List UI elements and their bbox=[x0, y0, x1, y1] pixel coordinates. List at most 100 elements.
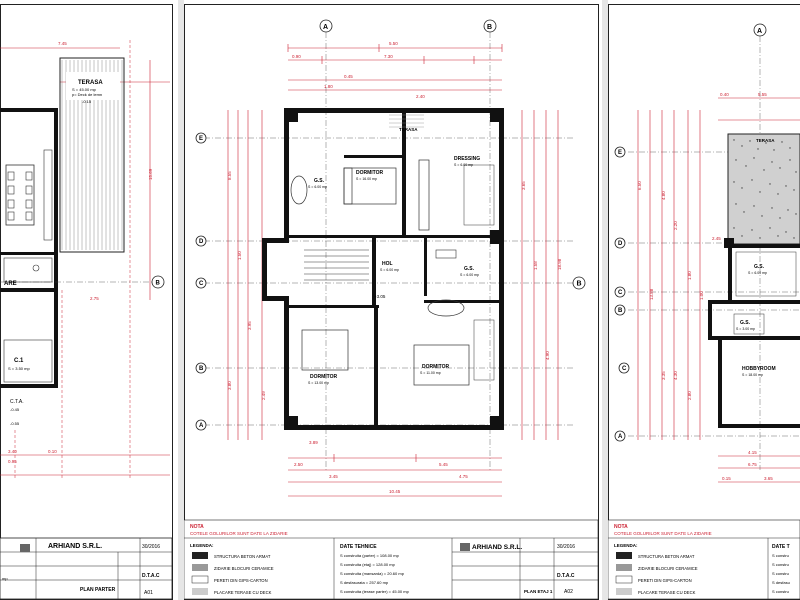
dim-label: 2.50 bbox=[294, 462, 303, 467]
drawing-date: 30/2016 bbox=[557, 544, 575, 550]
dim-label: 1.80 bbox=[324, 84, 333, 89]
dim-label: 18.98 bbox=[557, 258, 562, 270]
legend-item: PERETI DIN GIPS-CARTON bbox=[638, 578, 692, 583]
dim-label: 0.10 bbox=[48, 449, 57, 454]
dim-label: 3.89 bbox=[309, 440, 318, 445]
dim-label: 2.49 bbox=[261, 391, 266, 400]
sheet-number: A01 bbox=[144, 590, 153, 596]
axis-label: C bbox=[622, 366, 627, 372]
dim-label: 1.50 bbox=[237, 251, 242, 260]
dim-label: 4.90 bbox=[545, 351, 550, 360]
room-name: HOL bbox=[382, 261, 393, 267]
legend-item: STRUCTURA BETON ARMAT bbox=[214, 554, 271, 559]
room-area: S = 6.00 mp bbox=[748, 271, 767, 275]
note-text: COTELE GOLURILOR SUNT DATE LA ZIDARIE bbox=[190, 531, 288, 536]
terrace-title: TERASA bbox=[78, 80, 103, 86]
sheet-number: A02 bbox=[564, 589, 573, 595]
cta-label: C.T.A. bbox=[10, 399, 24, 405]
tech-row: S construita (etaj) = 128.00 mp bbox=[340, 562, 396, 567]
legend-title: LEGENDA: bbox=[614, 543, 638, 548]
dim-label: 1.80 bbox=[687, 271, 692, 280]
dim-label: 5.55 bbox=[758, 92, 767, 97]
dim-label: 3.95 bbox=[247, 321, 252, 330]
tech-row: S desfasu bbox=[772, 580, 790, 585]
room-area: S = 18.00 mp bbox=[742, 373, 763, 377]
dim-label: 7.30 bbox=[384, 54, 393, 59]
note-title: NOTA bbox=[614, 524, 628, 530]
dim-label: 3.65 bbox=[764, 476, 773, 481]
room-name: G.S. bbox=[740, 320, 751, 326]
note-title: NOTA bbox=[190, 524, 204, 530]
tech-row: S construita (terase parter) = 45.00 mp bbox=[340, 589, 410, 594]
dim-label: 4.75 bbox=[459, 474, 468, 479]
dim-label: 0.15 bbox=[722, 476, 731, 481]
dim-label: 8.55 bbox=[227, 171, 232, 180]
dim-label: 2.75 bbox=[90, 296, 99, 301]
dim-label: 3.65 bbox=[521, 181, 526, 190]
legend-title: LEGENDA: bbox=[190, 543, 214, 548]
dim-label: 3.35 bbox=[661, 371, 666, 380]
c1-area: S = 3.50 mp bbox=[8, 366, 30, 371]
tech-row: S constru bbox=[772, 553, 789, 558]
room-area: S = 6.00 mp bbox=[380, 268, 399, 272]
room-name: G.S. bbox=[314, 178, 325, 184]
phase: D.T.A.C bbox=[142, 573, 160, 579]
sheet-right: A E D C B C A 0.40 5.55 6.50 2.45 4.80 2… bbox=[608, 0, 800, 600]
room-name: DORMITOR bbox=[310, 374, 338, 380]
axis-label: E bbox=[199, 136, 203, 142]
company-name: ARHIAND S.R.L. bbox=[472, 544, 522, 551]
axis-label: D bbox=[618, 241, 623, 247]
dim-label: 3.80 bbox=[227, 381, 232, 390]
tech-row: S construita (mansarda) = 20.60 mp bbox=[340, 571, 405, 576]
legend-item: ZIDARIE BLOCURI CERAMICE bbox=[638, 566, 698, 571]
axis-label: B bbox=[618, 308, 623, 314]
terrace-area: S = 45.00 mp bbox=[72, 87, 97, 92]
axis-label: D bbox=[199, 239, 204, 245]
tech-row: S constru bbox=[772, 562, 789, 567]
axis-label: A bbox=[618, 434, 623, 440]
sheet-title: PLAN ETAJ 1 bbox=[524, 589, 553, 594]
dim-label: 15.69 bbox=[148, 168, 153, 180]
dim-label: 7.45 bbox=[58, 41, 67, 46]
room-area: S = 16.00 mp bbox=[356, 177, 377, 181]
level-tag: -0.15 bbox=[82, 99, 92, 104]
legend-item: PLACARE TERASE CU DECK bbox=[638, 590, 696, 595]
phase: D.T.A.C bbox=[557, 573, 575, 579]
room-area: S = 11.00 mp bbox=[420, 371, 441, 375]
axis-label: A bbox=[199, 423, 204, 429]
legend-item: ZIDARIE BLOCURI CERAMICE bbox=[214, 566, 274, 571]
room-area: S = 6.00 mp bbox=[454, 163, 473, 167]
axis-label: C bbox=[199, 281, 204, 287]
tech-row: S construita (parter) = 108.00 mp bbox=[340, 553, 400, 558]
axis-label: B bbox=[156, 281, 161, 287]
cta-level: -0.55 bbox=[10, 421, 20, 426]
axis-label: B bbox=[199, 366, 204, 372]
axis-label: A bbox=[757, 28, 762, 35]
terrace-note: p= Deck de lemn bbox=[72, 92, 102, 97]
room-label: TERASA bbox=[399, 127, 418, 132]
room-name: HOBBYROOM bbox=[742, 366, 776, 372]
legend-item: STRUCTURA BETON ARMAT bbox=[638, 554, 695, 559]
cta-level: -0.45 bbox=[10, 407, 20, 412]
dim-label: 4.15 bbox=[748, 450, 757, 455]
dim-label: 0.45 bbox=[344, 74, 353, 79]
room-area: S = 6.00 mp bbox=[460, 273, 479, 277]
dim-label: 2.80 bbox=[687, 391, 692, 400]
sheet-center: A B E D C B A B 5.50 7.30 0.90 0.45 1.80… bbox=[184, 0, 602, 600]
sheet-separator bbox=[178, 0, 184, 600]
tech-row: S constru bbox=[772, 571, 789, 576]
dim-label: 2.40 bbox=[416, 94, 425, 99]
partial-text: mp bbox=[2, 576, 8, 581]
axis-label: B bbox=[487, 24, 492, 31]
dim-label: 2.20 bbox=[673, 221, 678, 230]
dim-label: 5.50 bbox=[389, 41, 398, 46]
sheet-title: PLAN PARTER bbox=[80, 587, 116, 593]
dim-label: 0.95 bbox=[8, 459, 17, 464]
dim-label: 5.45 bbox=[439, 462, 448, 467]
dim-label: 10.45 bbox=[389, 489, 401, 494]
tech-title: DATE TEHNICE bbox=[340, 544, 377, 550]
tech-row: S constru bbox=[772, 589, 789, 594]
room-name: G.S. bbox=[464, 266, 475, 272]
dim-label: 6.50 bbox=[637, 181, 642, 190]
dim-label: 4.30 bbox=[673, 371, 678, 380]
